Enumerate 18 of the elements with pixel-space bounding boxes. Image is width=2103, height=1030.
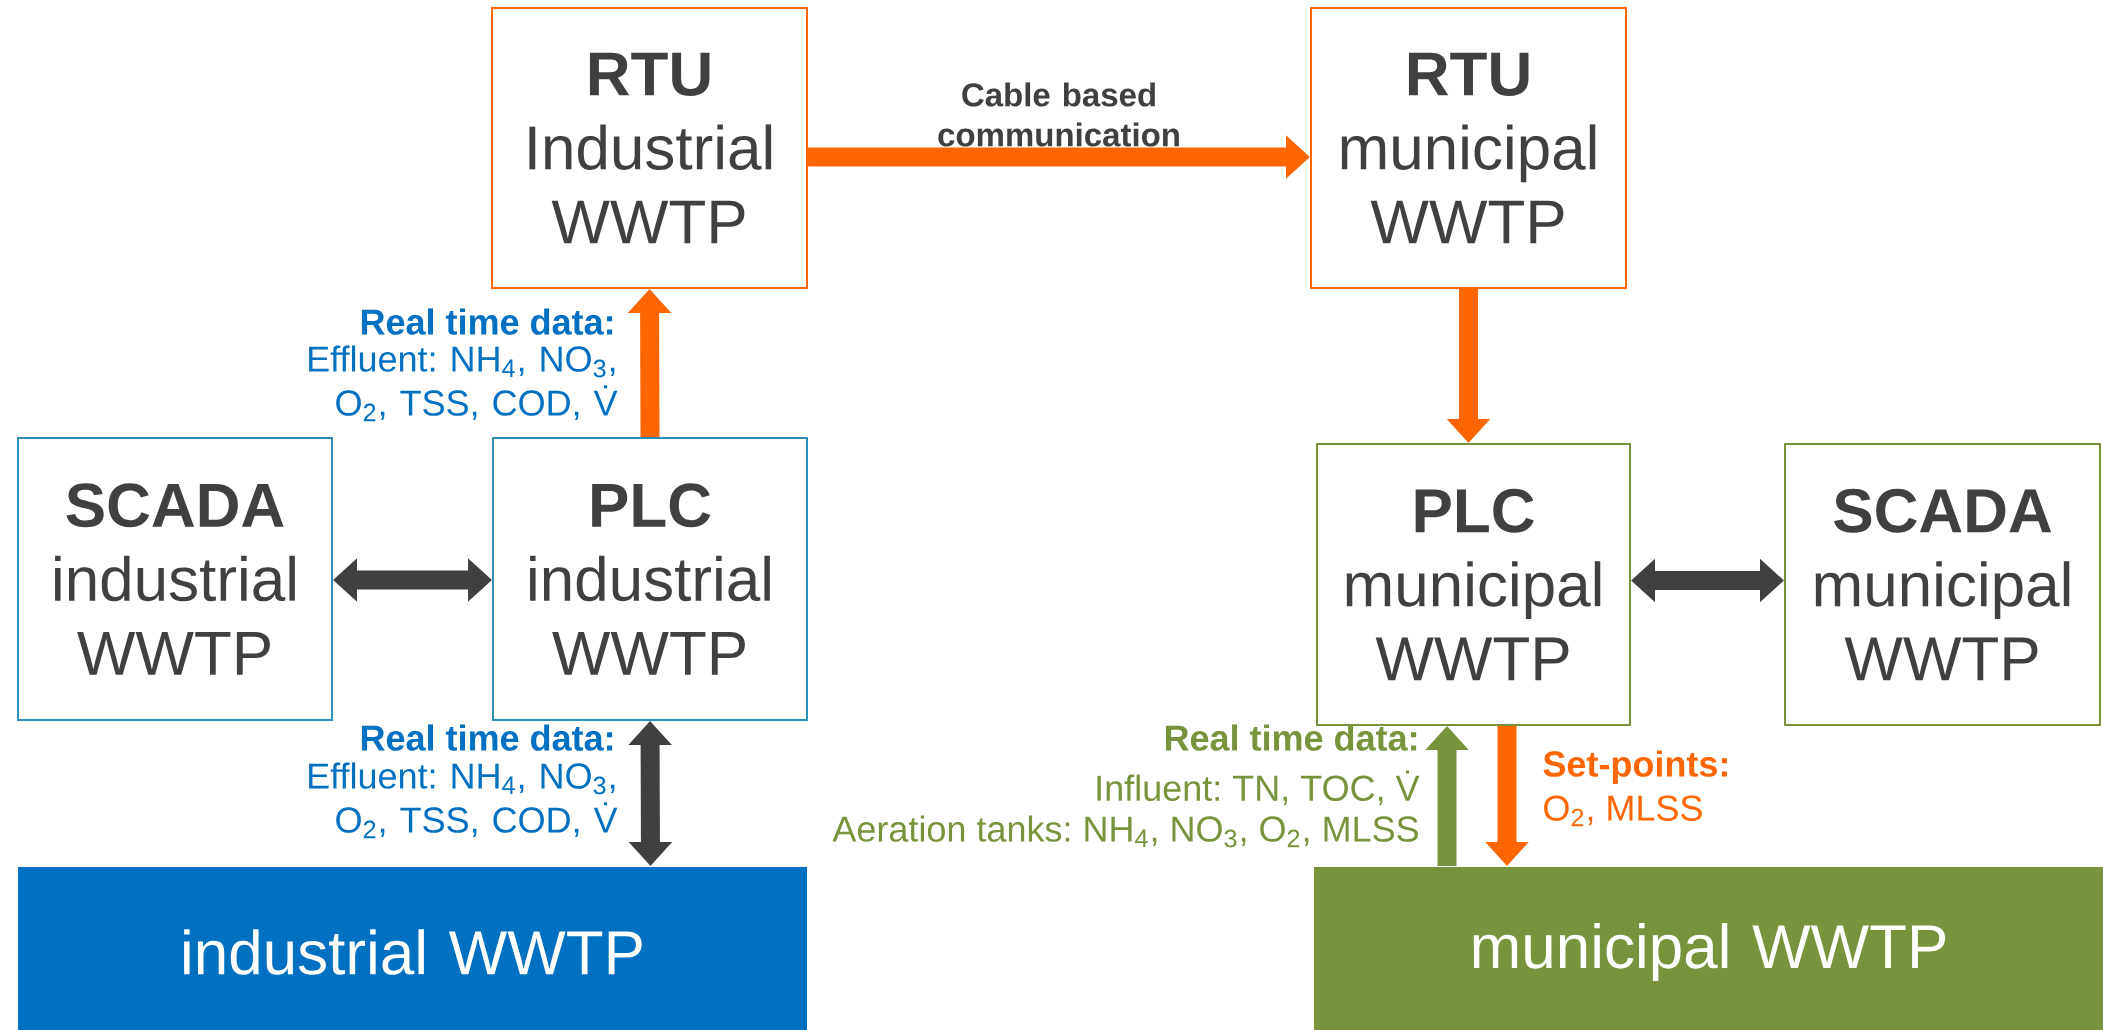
rtu-box: RTU municipal WWTP bbox=[1310, 7, 1627, 289]
data-label: Real time data: bbox=[361, 724, 613, 751]
data-label: Aeration tanks: NH$_{4}$, NO$_{3}$, O$_{2}$, MLSS bbox=[832, 815, 1418, 848]
rtu-box: RTU Industrial WWTP bbox=[491, 7, 808, 289]
data-label: Set-points: bbox=[1543, 750, 1727, 784]
plc-box: PLC municipal WWTP bbox=[1316, 443, 1631, 726]
data-label: Real time data: bbox=[361, 308, 613, 335]
plant-block: industrial WWTP bbox=[18, 867, 807, 1030]
plc-box: PLC industrial WWTP bbox=[492, 437, 808, 721]
data-label: Real time data: bbox=[1165, 724, 1417, 751]
edge-label: Cable based communication bbox=[938, 82, 1179, 147]
data-label: Effluent: NH$_{4}$, NO$_{3}$, O$_{2}$, TSS, COD, V̇ bbox=[309, 345, 618, 422]
plant-block: municipal WWTP bbox=[1314, 867, 2103, 1030]
scada-box: SCADA industrial WWTP bbox=[17, 437, 333, 721]
data-label: Influent: TN, TOC, V̇ bbox=[1097, 770, 1420, 806]
data-label: Effluent: NH$_{4}$, NO$_{3}$, O$_{2}$, TSS, COD, V̇ bbox=[309, 762, 618, 839]
data-label: O$_{2}$, MLSS bbox=[1544, 795, 1702, 827]
scada-box: SCADA municipal WWTP bbox=[1784, 443, 2101, 726]
